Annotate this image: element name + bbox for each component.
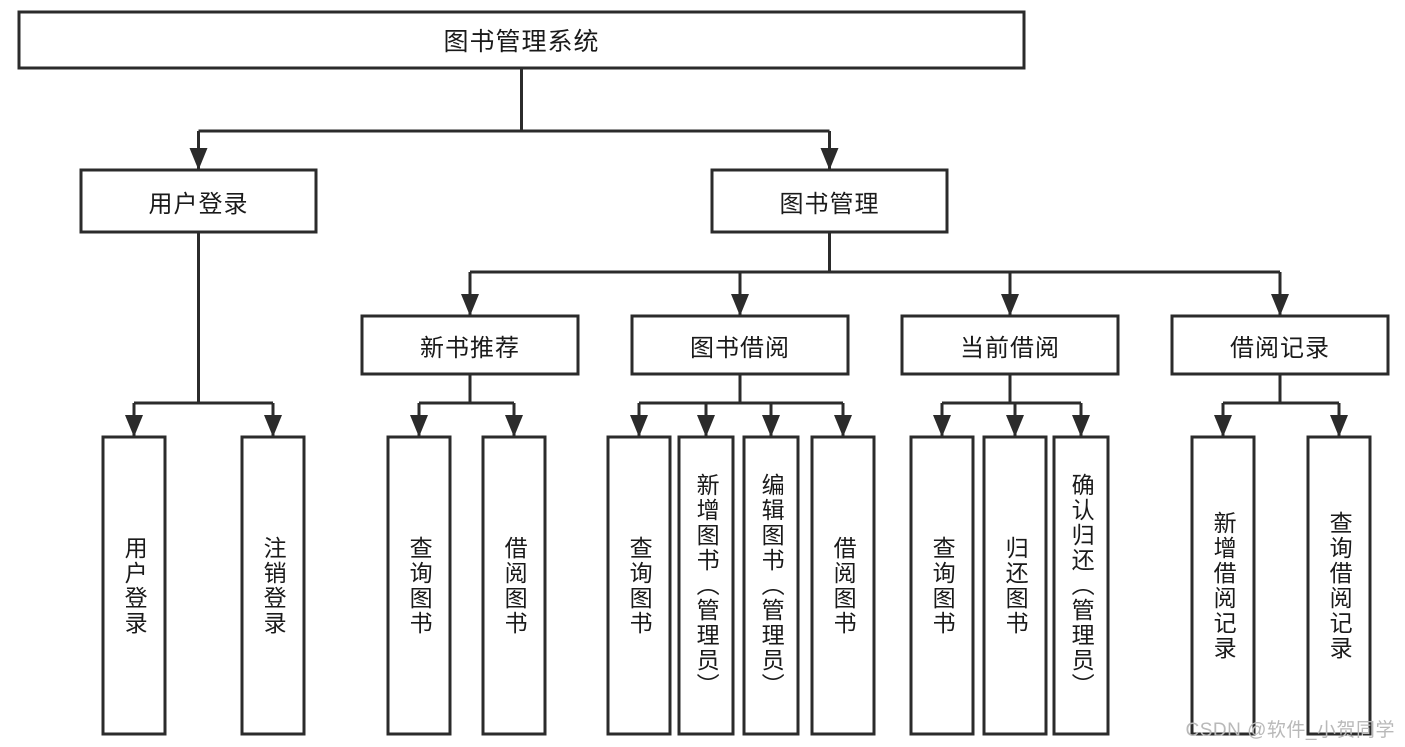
node-box-root[interactable] <box>17 10 1026 70</box>
node-box-newbook[interactable] <box>360 314 580 376</box>
node-box-bookmgmt[interactable] <box>710 168 949 234</box>
arrow-head-leaf1 <box>125 415 143 437</box>
node-box-leaf8[interactable] <box>810 435 876 736</box>
arrow-head-leaf3 <box>410 415 428 437</box>
node-leaf11[interactable] <box>1052 435 1110 736</box>
node-leaf3[interactable] <box>386 435 452 736</box>
node-box-login[interactable] <box>79 168 318 234</box>
arrow-head-leaf7 <box>762 415 780 437</box>
arrow-head-leaf4 <box>505 415 523 437</box>
node-bookmgmt[interactable] <box>710 168 949 234</box>
arrow-head-leaf9 <box>933 415 951 437</box>
node-leaf9[interactable] <box>909 435 975 736</box>
node-leaf6[interactable] <box>677 435 735 736</box>
node-borrow[interactable] <box>630 314 850 376</box>
node-current[interactable] <box>900 314 1120 376</box>
node-box-borrow[interactable] <box>630 314 850 376</box>
node-box-leaf11[interactable] <box>1052 435 1110 736</box>
node-box-leaf13[interactable] <box>1306 435 1372 736</box>
node-leaf12[interactable] <box>1190 435 1256 736</box>
node-box-leaf1[interactable] <box>101 435 167 736</box>
node-box-leaf12[interactable] <box>1190 435 1256 736</box>
arrow-head-leaf13 <box>1330 415 1348 437</box>
arrow-head-leaf5 <box>630 415 648 437</box>
arrow-head-current <box>1001 294 1019 316</box>
node-login[interactable] <box>79 168 318 234</box>
node-box-leaf3[interactable] <box>386 435 452 736</box>
node-box-leaf2[interactable] <box>240 435 306 736</box>
arrow-head-bookmgmt <box>820 148 839 170</box>
arrow-head-newbook <box>461 294 479 316</box>
arrow-head-leaf8 <box>834 415 852 437</box>
node-box-leaf10[interactable] <box>982 435 1048 736</box>
arrow-head-borrow <box>731 294 749 316</box>
arrow-head-record <box>1271 294 1289 316</box>
arrow-head-leaf12 <box>1214 415 1232 437</box>
node-leaf1[interactable] <box>101 435 167 736</box>
node-box-current[interactable] <box>900 314 1120 376</box>
node-box-leaf6[interactable] <box>677 435 735 736</box>
watermark-text: CSDN @软件_小贺同学 <box>1185 720 1395 741</box>
node-box-record[interactable] <box>1170 314 1390 376</box>
node-leaf10[interactable] <box>982 435 1048 736</box>
arrow-head-login <box>189 148 208 170</box>
node-leaf8[interactable] <box>810 435 876 736</box>
arrow-head-leaf10 <box>1006 415 1024 437</box>
arrow-head-leaf2 <box>264 415 282 437</box>
node-root[interactable] <box>17 10 1026 70</box>
node-box-leaf4[interactable] <box>481 435 547 736</box>
node-leaf4[interactable] <box>481 435 547 736</box>
node-record[interactable] <box>1170 314 1390 376</box>
node-leaf13[interactable] <box>1306 435 1372 736</box>
node-box-leaf9[interactable] <box>909 435 975 736</box>
node-leaf2[interactable] <box>240 435 306 736</box>
arrow-head-leaf6 <box>697 415 715 437</box>
node-leaf5[interactable] <box>606 435 672 736</box>
node-newbook[interactable] <box>360 314 580 376</box>
arrow-head-leaf11 <box>1072 415 1090 437</box>
node-box-leaf5[interactable] <box>606 435 672 736</box>
node-leaf7[interactable] <box>742 435 800 736</box>
node-box-leaf7[interactable] <box>742 435 800 736</box>
